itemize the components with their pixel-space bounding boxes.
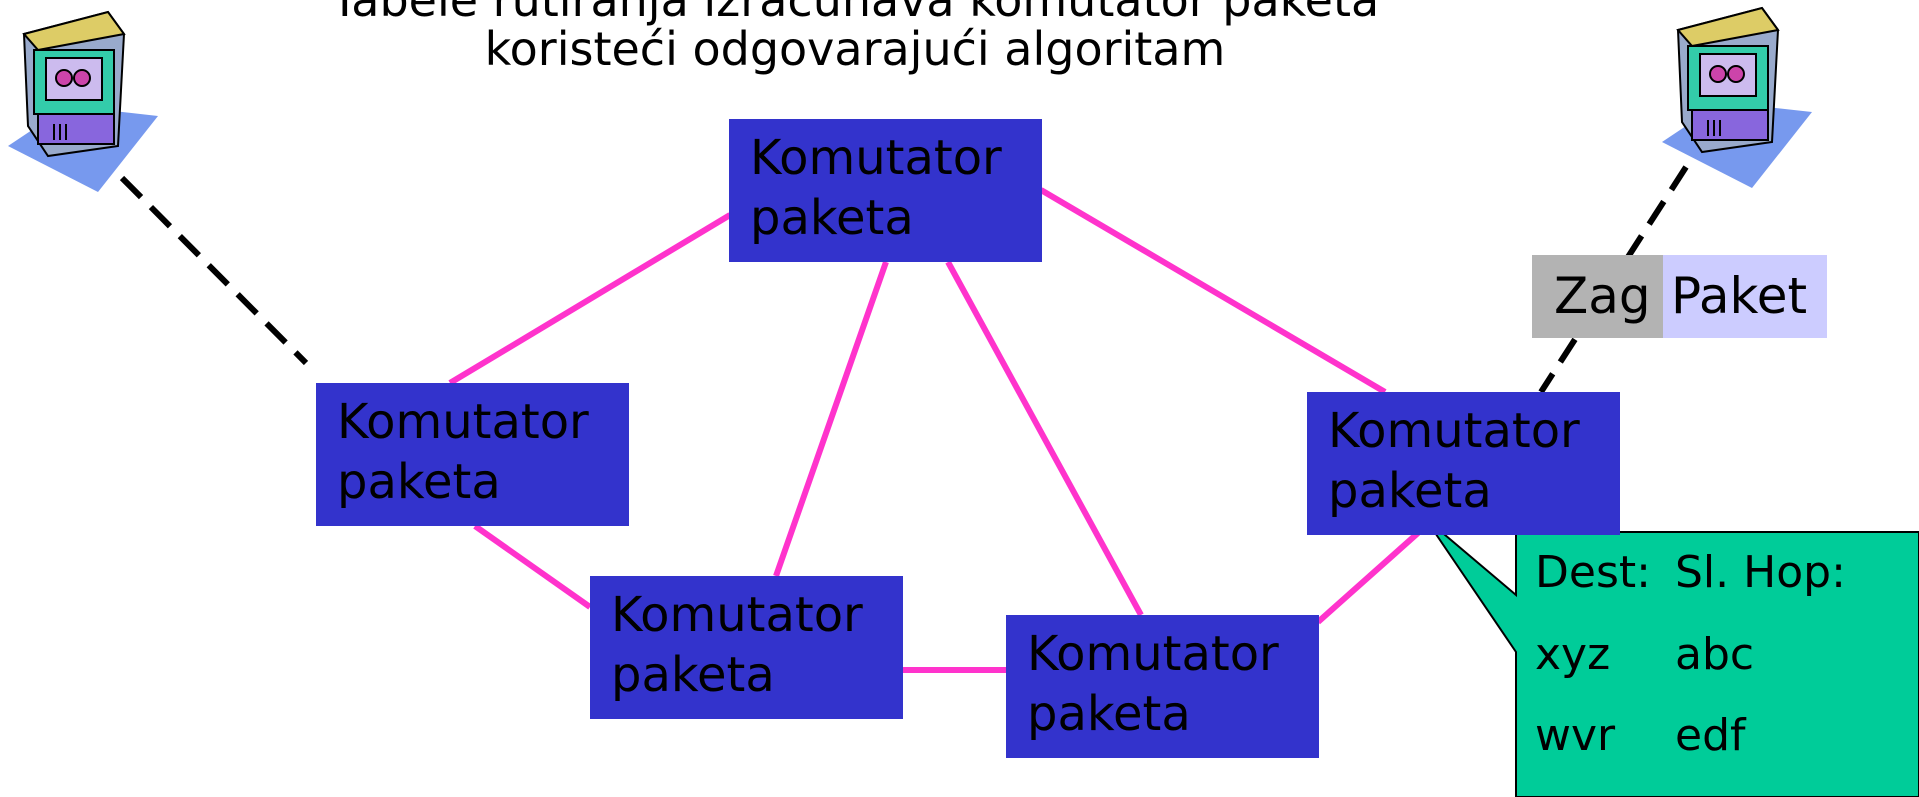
host-link-left	[119, 175, 309, 366]
packet-payload: Paket	[1663, 255, 1827, 338]
switch-label-line1: Komutator	[611, 587, 863, 643]
routing-row-next-hop: abc	[1675, 629, 1755, 680]
packet-switch-top: Komutator paketa	[729, 119, 1042, 262]
switch-label-line2: paketa	[1328, 463, 1492, 519]
switch-label-line1: Komutator	[337, 394, 589, 450]
title-line-1: Tabele rutiranja izračunava komutator pa…	[330, 0, 1380, 27]
title-line-2: koristeći odgovarajući algoritam	[484, 22, 1226, 76]
routing-row-dest: xyz	[1535, 629, 1611, 680]
packet-switch-bottom-left: Komutator paketa	[590, 576, 903, 719]
packet-switch-right: Komutator paketa	[1307, 392, 1620, 535]
packet-switch-bottom-right: Komutator paketa	[1006, 615, 1319, 758]
packet-switch-left: Komutator paketa	[316, 383, 629, 526]
link-top-bottomleft	[773, 261, 889, 577]
packet-header: Zag	[1532, 255, 1663, 338]
routing-table-callout	[1424, 517, 1919, 797]
switch-label-line1: Komutator	[1328, 403, 1580, 459]
link-bottomright-right	[1316, 530, 1420, 625]
link-left-bottomleft	[473, 523, 592, 610]
routing-row-dest: wvr	[1535, 710, 1616, 761]
switch-label-line2: paketa	[1027, 686, 1191, 742]
switch-label-line2: paketa	[611, 647, 775, 703]
switch-label-line1: Komutator	[1027, 626, 1279, 682]
switch-label-line2: paketa	[337, 454, 501, 510]
link-top-bottomright	[945, 260, 1144, 617]
routing-row-next-hop: edf	[1675, 710, 1746, 761]
routing-header-dest: Dest:	[1535, 547, 1651, 598]
host-computer-left-icon	[8, 10, 158, 192]
link-top-right	[1039, 187, 1387, 395]
host-computer-right-icon	[1662, 6, 1812, 188]
link-top-left	[448, 212, 732, 386]
switch-label-line1: Komutator	[750, 130, 1002, 186]
switch-label-line2: paketa	[750, 190, 914, 246]
routing-header-next-hop: Sl. Hop:	[1675, 547, 1846, 598]
